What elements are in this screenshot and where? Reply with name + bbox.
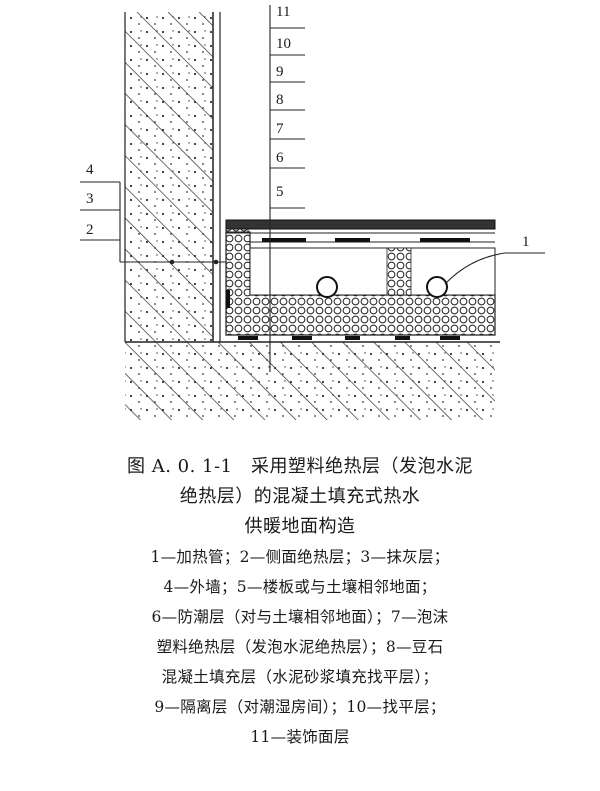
- floor-heating-section-drawing: 11 10 9 8 7 6 5 4 3 2 1: [80, 4, 545, 420]
- concrete-filling-layer: [249, 241, 496, 296]
- legend-line: 1—加热管；2—侧面绝热层；3—抹灰层；: [150, 548, 450, 566]
- heating-pipe: [316, 276, 338, 298]
- moisture-barrier: [226, 238, 470, 340]
- exterior-wall: [124, 12, 214, 342]
- legend-line: 11—装饰面层: [250, 728, 350, 746]
- legend-line: 4—外墙；5—楼板或与土壤相邻地面；: [163, 578, 437, 596]
- leader-lines-left: [80, 181, 226, 265]
- label-11: 11: [276, 4, 290, 20]
- figure-caption: 图 A. 0. 1-1 采用塑料绝热层（发泡水泥 绝热层）的混凝土填充式热水 供…: [0, 452, 600, 752]
- leader-line-pipe: [444, 252, 545, 285]
- caption-title-line-1: 图 A. 0. 1-1 采用塑料绝热层（发泡水泥: [126, 456, 474, 477]
- legend-line: 混凝土填充层（水泥砂浆填充找平层）；: [161, 668, 439, 686]
- label-1: 1: [522, 234, 530, 250]
- legend-line: 塑料绝热层（发泡水泥绝热层）；8—豆石: [156, 638, 444, 656]
- label-5: 5: [276, 184, 284, 200]
- label-10: 10: [276, 36, 291, 52]
- label-8: 8: [276, 92, 284, 108]
- label-4: 4: [86, 162, 94, 178]
- caption-title-line-2: 绝热层）的混凝土填充式热水: [179, 486, 421, 507]
- heating-pipes: [316, 276, 448, 298]
- legend-line: 9—隔离层（对潮湿房间）；10—找平层；: [154, 698, 446, 716]
- heating-pipe: [426, 276, 448, 298]
- label-9: 9: [276, 64, 284, 80]
- ground-slab: [125, 341, 500, 420]
- legend-line: 6—防潮层（对与土壤相邻地面）；7—泡沫: [151, 608, 449, 626]
- caption-title-line-3: 供暖地面构造: [244, 516, 356, 537]
- label-2: 2: [86, 222, 94, 238]
- label-7: 7: [276, 121, 284, 137]
- label-3: 3: [86, 191, 94, 207]
- leader-lines-right: [269, 5, 305, 372]
- label-6: 6: [276, 150, 284, 166]
- decorative-surface-layer: [225, 219, 496, 234]
